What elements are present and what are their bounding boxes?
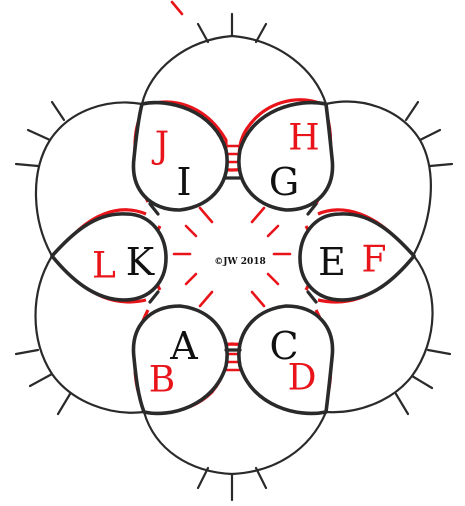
picot <box>56 392 72 416</box>
inner-picots <box>172 206 292 308</box>
ring-label-C: C <box>269 324 298 368</box>
outer-picots <box>14 12 454 502</box>
ring-I <box>131 100 229 212</box>
picot <box>404 100 420 122</box>
ring-K <box>50 212 168 302</box>
ring-E <box>298 212 416 302</box>
picot <box>250 290 266 308</box>
ring-C <box>237 304 335 416</box>
chain-label-F: F <box>362 240 387 281</box>
ring-label-E: E <box>318 240 346 284</box>
picot <box>418 128 442 142</box>
chain-label-L: L <box>92 246 116 287</box>
rings <box>50 100 416 416</box>
picot <box>50 100 66 122</box>
chain-label-B: B <box>149 360 175 401</box>
outer-petal-top <box>140 34 328 106</box>
picot <box>198 290 214 308</box>
picot <box>428 162 454 168</box>
connector <box>306 290 318 304</box>
picot <box>254 466 268 490</box>
picot <box>426 348 452 356</box>
picot <box>196 466 210 490</box>
picot <box>14 348 40 356</box>
ring-connectors <box>148 176 318 352</box>
connector <box>148 202 160 216</box>
picot <box>250 206 266 224</box>
picot <box>254 22 268 44</box>
picot <box>196 22 210 44</box>
picot <box>184 224 198 238</box>
picot <box>266 272 280 286</box>
ring-label-G: G <box>269 160 299 204</box>
ring-G <box>237 100 335 212</box>
connector <box>306 202 318 216</box>
picot <box>198 206 214 224</box>
chain-label-J: J <box>151 126 169 167</box>
picot <box>14 162 40 168</box>
start-thread-line <box>170 0 184 16</box>
copyright-text: ©JW 2018 <box>214 257 266 267</box>
picot <box>410 374 434 390</box>
picot <box>28 372 54 388</box>
chain-label-D: D <box>288 358 317 399</box>
picot <box>394 392 410 416</box>
connector <box>148 290 160 304</box>
picot <box>184 272 198 286</box>
ring-label-I: I <box>176 160 191 204</box>
outer-petal-bottom <box>142 410 328 476</box>
ring-label-K: K <box>126 240 155 284</box>
picot <box>26 128 52 142</box>
picot <box>266 224 280 238</box>
ring-A <box>131 304 229 416</box>
chain-label-H: H <box>288 118 319 159</box>
ring-label-A: A <box>169 324 198 368</box>
